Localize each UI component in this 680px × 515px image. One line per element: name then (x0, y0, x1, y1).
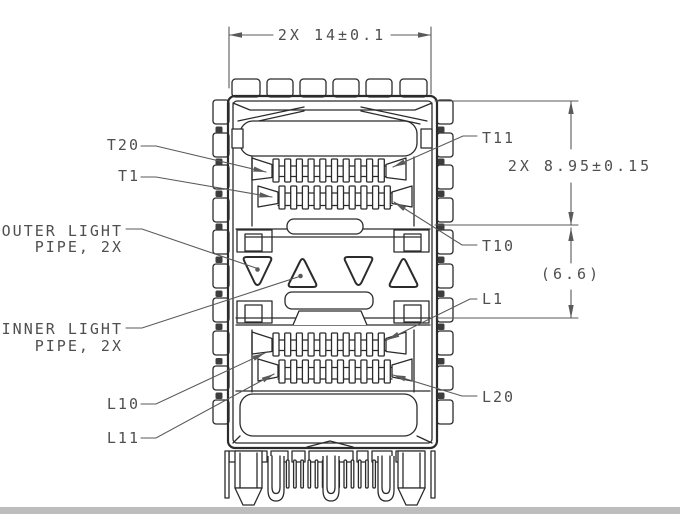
board-lock-pin-left (224, 450, 230, 499)
leader-l11 (140, 373, 275, 439)
dim-width-label: 2X 14±0.1 (278, 26, 386, 44)
label-inner-light-pipe-line1: INNER LIGHT (2, 320, 123, 338)
leader-l1 (386, 298, 478, 341)
light-pipe-region (235, 218, 431, 326)
hairpin-ground-loops (267, 455, 395, 502)
dimension-ref-height (436, 227, 579, 319)
dimension-height (434, 100, 579, 226)
leader-t11 (392, 135, 478, 168)
dim-ref-label: (6.6) (541, 265, 601, 283)
guide-post-left (234, 450, 263, 506)
cage-body (226, 94, 439, 450)
board-lock-pin-right (430, 450, 436, 499)
label-l1: L1 (482, 290, 504, 308)
upper-port-contacts (251, 156, 415, 227)
mounting-legs (224, 450, 436, 506)
label-t10: T10 (482, 237, 515, 255)
guide-post-right (397, 450, 426, 506)
leader-lines (125, 135, 478, 439)
label-outer-light-pipe-line2: PIPE, 2X (35, 238, 123, 256)
label-inner-light-pipe-line2: PIPE, 2X (35, 337, 123, 355)
leader-l10 (140, 352, 266, 405)
label-l20: L20 (482, 388, 515, 406)
pin-row-t11-t20 (272, 158, 385, 183)
dimension-width (228, 26, 432, 95)
inner-light-pipe-window-1 (287, 258, 318, 288)
lower-port-contacts (235, 329, 431, 393)
leader-inner-light-pipe (125, 276, 299, 329)
upper-port-slot (239, 120, 418, 157)
leader-outer-light-pipe (125, 228, 257, 269)
page-edge-shadow (0, 507, 680, 514)
leader-t1 (140, 176, 273, 198)
label-l11: L11 (107, 429, 140, 447)
upper-port (231, 102, 433, 227)
leader-l20 (392, 374, 478, 397)
lower-port-slot (239, 393, 418, 437)
label-t1: T1 (118, 167, 140, 185)
label-l10: L10 (107, 395, 140, 413)
outer-light-pipe-window-2 (343, 256, 374, 286)
inner-light-pipe-window-2 (388, 258, 419, 288)
annotation-text: 2X 14±0.1 2X 8.95±0.15 (6.6) T20 T1 T11 … (2, 26, 652, 447)
emi-tabs-top (231, 78, 428, 98)
label-t11: T11 (482, 129, 515, 147)
label-t20: T20 (107, 136, 140, 154)
lower-port (232, 329, 433, 448)
dim-height-label: 2X 8.95±0.15 (508, 157, 652, 175)
label-outer-light-pipe-line1: OUTER LIGHT (2, 222, 123, 240)
leader-t20 (140, 145, 267, 173)
leader-t10 (393, 201, 478, 246)
pin-row-l10-l1 (272, 332, 385, 357)
